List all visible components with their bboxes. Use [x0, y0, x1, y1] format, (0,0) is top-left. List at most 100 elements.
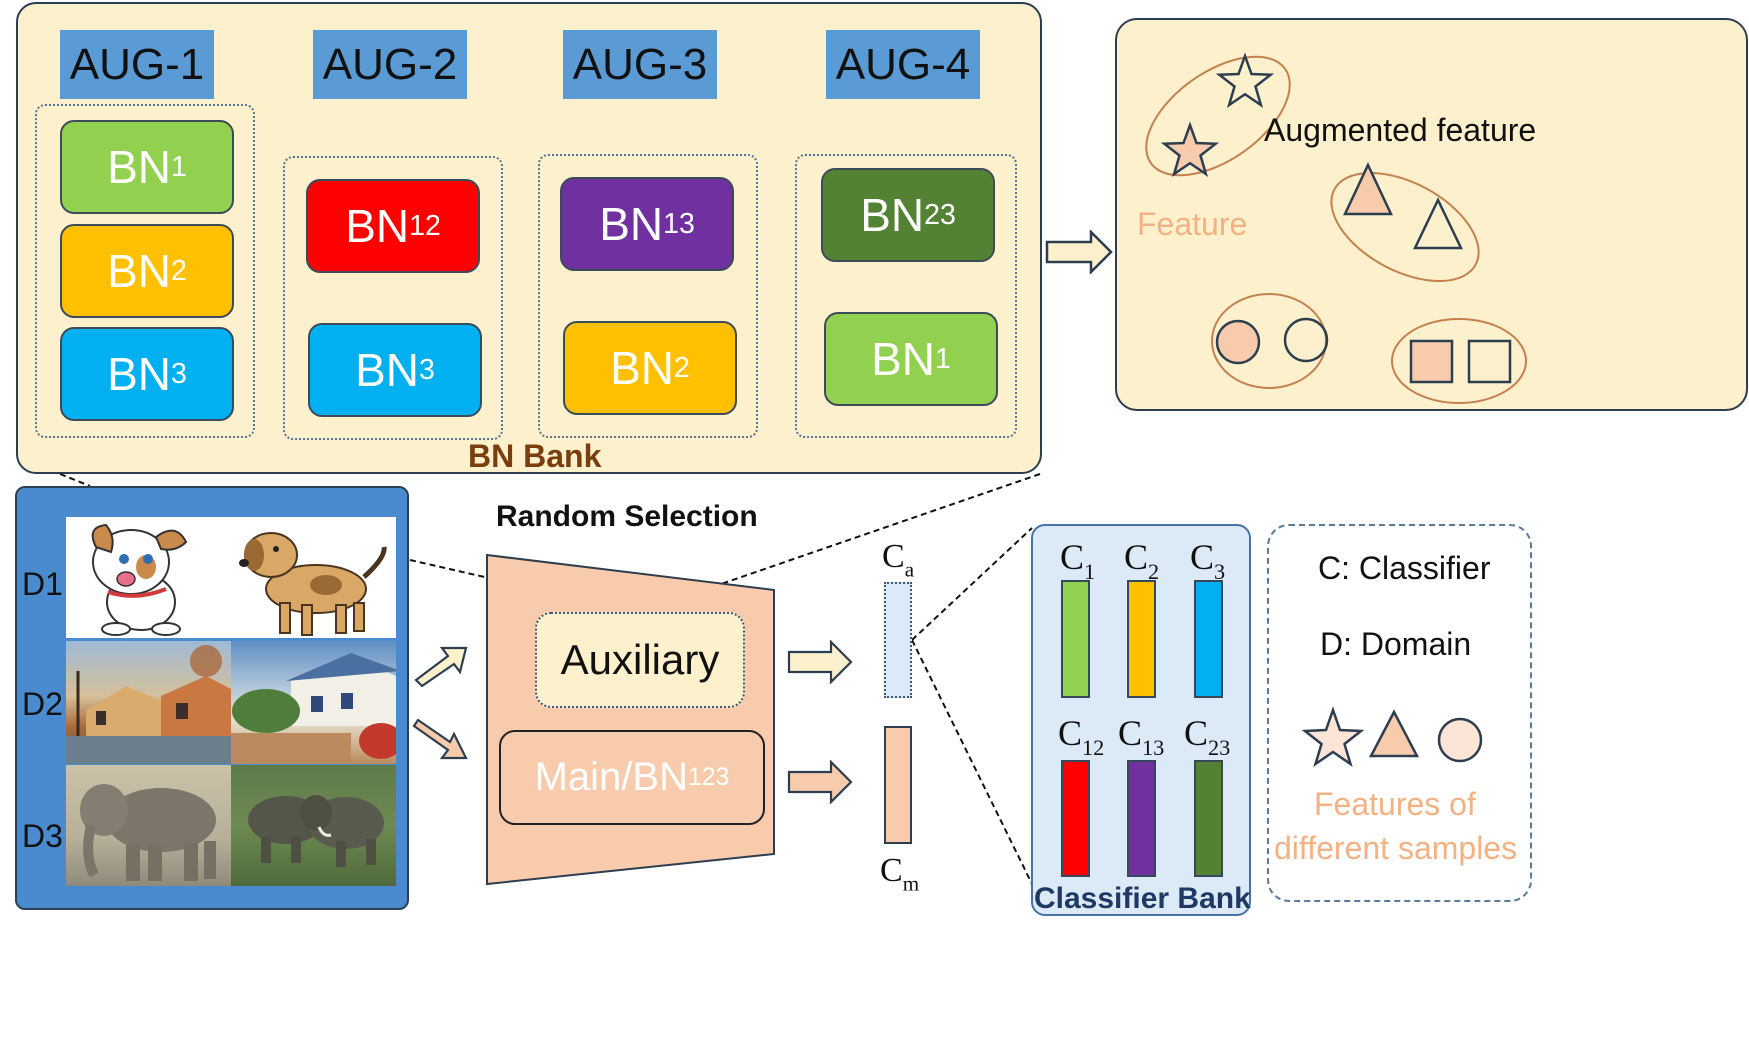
ca-label: Ca [882, 538, 914, 582]
aug-2-label: AUG-2 [313, 30, 467, 99]
ca-base: C [882, 538, 905, 575]
bn-sub: 1 [171, 150, 187, 183]
square-cluster-ellipse [1391, 318, 1527, 404]
main-label: Main/BN [534, 755, 688, 799]
legend-circle-icon [1437, 717, 1483, 763]
bn-base: BN [107, 141, 172, 193]
aug-1-bn-group [35, 104, 255, 438]
augmented-star-icon [1215, 52, 1275, 108]
classifier-sub: 1 [1084, 559, 1096, 585]
bn-base: BN [860, 189, 925, 241]
legend-star-icon [1301, 706, 1365, 768]
classifier-label: C12 [1058, 712, 1104, 761]
classifier-label: C13 [1118, 712, 1164, 761]
classifier-base: C [1060, 537, 1085, 577]
cartoon-dogs-image [91, 523, 387, 636]
aug-2-bn-group [283, 156, 503, 440]
bn-sub: 3 [171, 357, 187, 390]
random-selection-label: Random Selection [496, 500, 758, 533]
bn-sub: 2 [171, 254, 187, 287]
bn-bank-title: BN Bank [468, 438, 602, 474]
cm-label: Cm [880, 852, 919, 896]
images-to-auxiliary-arrow [414, 646, 468, 688]
classifier-sub: 13 [1142, 735, 1165, 761]
classifier-base: C [1124, 537, 1149, 577]
cm-vector [884, 726, 912, 844]
bn-sub: 3 [419, 353, 435, 386]
bn-sub: 13 [663, 207, 695, 240]
classifier-base: C [1184, 713, 1209, 753]
augmented-square-icon [1467, 339, 1512, 384]
classifier-bar [1194, 760, 1223, 877]
bn-base: BN [610, 342, 675, 394]
network-body [486, 553, 775, 886]
legend-shapes [1301, 706, 1483, 768]
classifier-sub: 2 [1148, 559, 1160, 585]
classifier-sub: 12 [1082, 735, 1105, 761]
bn-base: BN [355, 344, 420, 396]
classifier-bar [1127, 580, 1156, 698]
domain-label-d1: D1 [22, 566, 63, 602]
classifier-bar [1061, 760, 1090, 877]
bn-to-feature-arrow [1045, 230, 1113, 274]
classifier-bank-title: Classifier Bank [1034, 882, 1251, 915]
auxiliary-label: Auxiliary [560, 636, 720, 683]
ca-sub: a [904, 557, 915, 582]
augmented-triangle-icon [1413, 197, 1463, 250]
auxiliary-to-ca-arrow [787, 640, 853, 684]
main-to-cm-arrow [787, 760, 853, 804]
ca-vector [884, 582, 912, 698]
legend-classifier: C: Classifier [1318, 550, 1491, 586]
augmented-feature-label: Augmented feature [1264, 112, 1537, 148]
classifier-label: C1 [1060, 536, 1095, 585]
painting-street-image [66, 645, 231, 764]
auxiliary-box: Auxiliary [535, 612, 745, 708]
feature-label: Feature [1137, 206, 1248, 242]
d3-photo-image-2 [231, 765, 396, 886]
bn-sub: 2 [674, 351, 690, 384]
d1-cartoon-images [66, 517, 396, 638]
images-to-main-arrow [412, 718, 468, 760]
classifier-label: C23 [1184, 712, 1230, 761]
feature-square-icon [1409, 339, 1454, 384]
feature-star-icon [1160, 121, 1220, 177]
bn-base: BN [107, 348, 172, 400]
classifier-bar [1061, 580, 1090, 698]
classifier-label: C2 [1124, 536, 1159, 585]
d2-painting-image-2 [231, 641, 396, 764]
classifier-sub: 3 [1214, 559, 1226, 585]
legend-features-line2: different samples [1274, 830, 1518, 866]
domain-label-d2: D2 [22, 686, 63, 722]
feature-circle-icon [1215, 319, 1261, 365]
star-cluster-ellipse [1145, 55, 1291, 177]
augmented-circle-icon [1283, 317, 1329, 363]
d2-painting-image-1 [66, 641, 231, 764]
bn-sub: 23 [924, 198, 956, 231]
bn-sub: 1 [935, 342, 951, 375]
elephants-grass-photo-image [248, 795, 384, 867]
bn-base: BN [107, 245, 172, 297]
bn-base: BN [345, 200, 410, 252]
classifier-label: C3 [1190, 536, 1225, 585]
painting-village-image [231, 653, 396, 764]
cm-base: C [880, 852, 903, 889]
domain-label-d3: D3 [22, 818, 63, 854]
classifier-base: C [1058, 713, 1083, 753]
bn-sub: 12 [409, 209, 441, 242]
aug-4-label: AUG-4 [826, 30, 980, 99]
classifier-sub: 23 [1208, 735, 1231, 761]
bn-base: BN [871, 333, 936, 385]
legend-box [1267, 524, 1532, 902]
feature-space-graphics [1145, 52, 1527, 404]
classifier-base: C [1190, 537, 1215, 577]
d3-photo-image-1 [66, 765, 231, 886]
aug-4-bn-group [795, 154, 1017, 438]
